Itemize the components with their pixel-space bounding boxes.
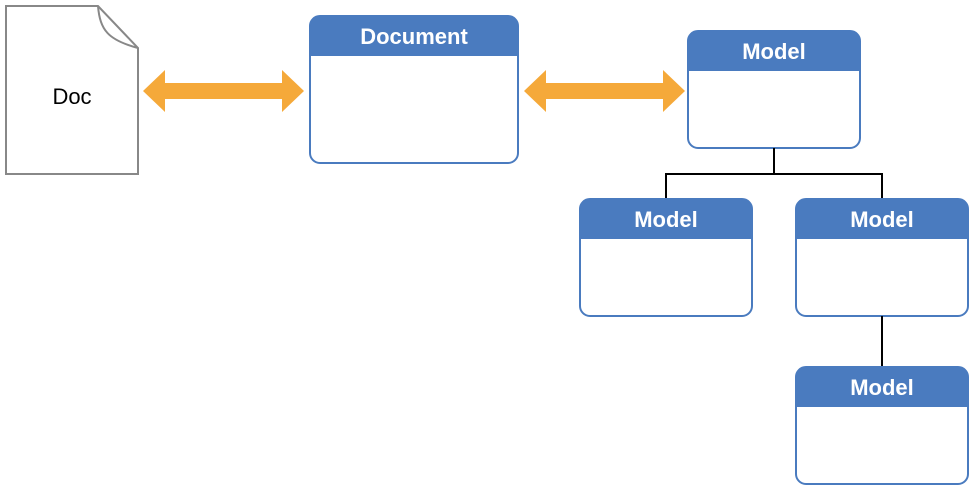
model-root-title: Model bbox=[742, 39, 806, 64]
tree-connector-root-children bbox=[665, 148, 883, 198]
model-child-right-box: Model bbox=[795, 198, 969, 317]
document-box: Document bbox=[309, 15, 519, 164]
model-child-left-box: Model bbox=[579, 198, 753, 317]
document-box-title: Document bbox=[360, 24, 468, 49]
model-grandchild-title: Model bbox=[850, 375, 914, 400]
model-child-left-title: Model bbox=[634, 207, 698, 232]
model-child-right-title: Model bbox=[850, 207, 914, 232]
model-grandchild-box: Model bbox=[795, 366, 969, 485]
doc-file-label: Doc bbox=[52, 84, 91, 109]
double-arrow-doc-document bbox=[143, 70, 304, 112]
model-root-box: Model bbox=[687, 30, 861, 149]
doc-file-icon: Doc bbox=[5, 5, 139, 175]
double-arrow-document-model bbox=[524, 70, 685, 112]
